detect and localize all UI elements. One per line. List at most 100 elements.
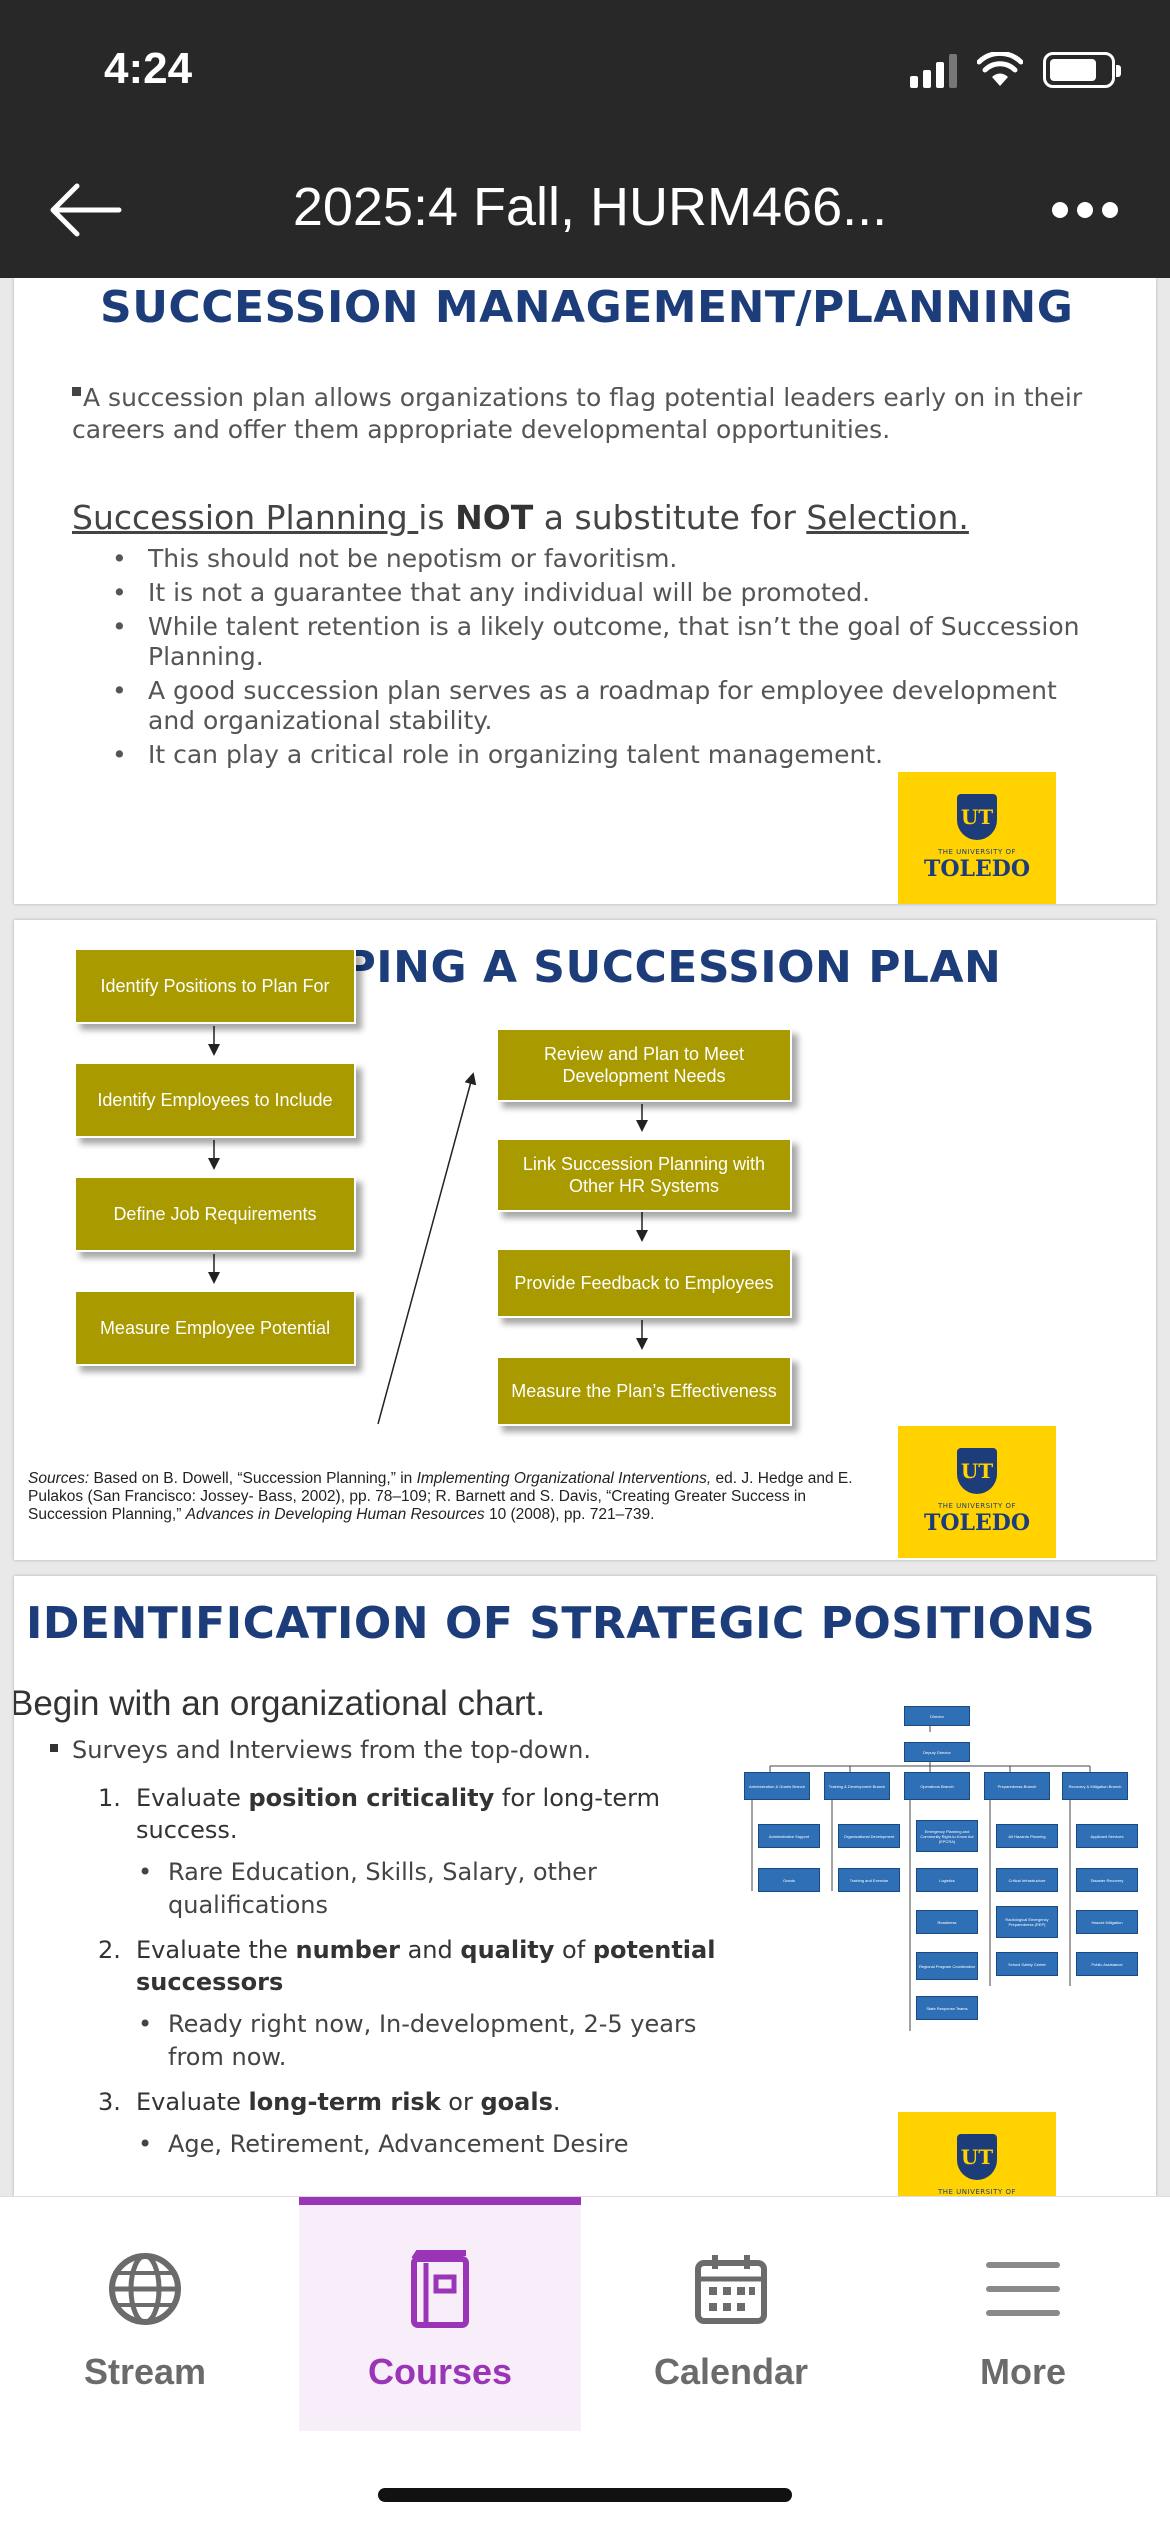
dot-icon	[1077, 202, 1093, 218]
item-emphasis: potential successors	[136, 1936, 716, 1996]
status-icons	[910, 52, 1121, 88]
slide-succession-management: SUCCESSION MANAGEMENT/PLANNING A success…	[14, 278, 1156, 904]
org-box: All Hazards Planning	[996, 1824, 1058, 1848]
globe-icon	[109, 2253, 181, 2325]
org-box: State Response Teams	[916, 1996, 978, 2020]
item-emphasis: goals	[480, 2088, 553, 2116]
org-box: Radiological Emergency Preparedness (REP…	[996, 1906, 1058, 1938]
intro-text: A succession plan allows organizations t…	[72, 383, 1083, 444]
org-box: Hazard Mitigation	[1076, 1910, 1138, 1934]
item-number: 2.	[98, 1936, 121, 1964]
dot-icon	[1102, 202, 1118, 218]
battery-icon	[1043, 52, 1121, 88]
flow-step: Review and Plan to Meet Development Need…	[496, 1028, 792, 1102]
slide-heading: Succession Planning is NOT a substitute …	[72, 498, 969, 537]
list-subitem: Rare Education, Skills, Salary, other qu…	[98, 1856, 758, 1922]
list-item: It can play a critical role in organizin…	[112, 740, 1092, 770]
org-box: Training and Exercise	[838, 1868, 900, 1892]
list-item: 1.Evaluate position criticality for long…	[98, 1782, 758, 1846]
item-text: Evaluate	[136, 2088, 249, 2116]
citation-text: ed. J. Hedge and E. Pulakos (San Francis…	[28, 1470, 853, 1523]
bottom-tab-bar: Stream Courses Calen	[0, 2196, 1170, 2532]
org-box: Regional Program Coordination	[916, 1952, 978, 1980]
subpoint-text: Surveys and Interviews from the top-down…	[72, 1736, 591, 1764]
org-box: Training & Development Branch	[824, 1772, 890, 1800]
org-box: Public Assistance	[1076, 1952, 1138, 1976]
org-box: Organizational Development	[838, 1824, 900, 1848]
org-box: Applicant Services	[1076, 1824, 1138, 1848]
org-box: School Safety Center	[996, 1952, 1058, 1976]
sources-label: Sources:	[28, 1470, 90, 1487]
citation-text: 10 (2008), pp. 721–739.	[484, 1506, 655, 1523]
document-viewer[interactable]: SUCCESSION MANAGEMENT/PLANNING A success…	[0, 278, 1170, 2196]
org-box: Disaster Recovery	[1076, 1868, 1138, 1892]
shield-icon: UT	[957, 2134, 997, 2180]
toledo-logo: UT THE UNIVERSITY OF TOLEDO	[898, 1426, 1056, 1558]
shield-icon: UT	[957, 794, 997, 840]
dot-icon	[1052, 202, 1068, 218]
list-item: While talent retention is a likely outco…	[112, 612, 1092, 672]
tab-calendar[interactable]: Calendar	[590, 2197, 872, 2431]
calendar-icon	[695, 2255, 767, 2324]
item-text: Evaluate the	[136, 1936, 296, 1964]
logo-name: TOLEDO	[923, 1510, 1030, 1536]
tab-label: Courses	[367, 2351, 513, 2392]
home-indicator[interactable]	[378, 2488, 792, 2502]
tab-more[interactable]: More	[882, 2197, 1164, 2431]
item-text: Evaluate	[136, 1784, 249, 1812]
heading-text: is	[418, 498, 456, 537]
org-chart: Director Deputy Director Administration …	[744, 1706, 1144, 2056]
flow-step: Provide Feedback to Employees	[496, 1248, 792, 1318]
org-box: Administration & Grants Branch	[744, 1772, 810, 1800]
wifi-icon	[977, 52, 1023, 86]
item-number: 3.	[98, 2088, 121, 2116]
status-time: 4:24	[104, 44, 193, 93]
logo-small-text: THE UNIVERSITY OF	[937, 2188, 1016, 2196]
item-text: or	[440, 2088, 481, 2116]
tab-courses[interactable]: Courses	[299, 2197, 581, 2431]
numbered-list: 1.Evaluate position criticality for long…	[98, 1782, 758, 2173]
slide-strategic-positions: IDENTIFICATION OF STRATEGIC POSITIONS Be…	[14, 1576, 1156, 2196]
slide-lead: Begin with an organizational chart.	[14, 1684, 546, 1723]
flow-arrows	[208, 1026, 648, 1425]
flow-step: Measure Employee Potential	[74, 1290, 356, 1366]
citation-text: Based on B. Dowell, “Succession Planning…	[89, 1470, 417, 1487]
logo-small-text: THE UNIVERSITY OF	[937, 1502, 1016, 1510]
list-item: 2.Evaluate the number and quality of pot…	[98, 1934, 758, 1998]
tab-label: Calendar	[653, 2351, 809, 2392]
org-box: Critical Infrastructure	[996, 1868, 1058, 1892]
item-emphasis: number	[295, 1936, 400, 1964]
list-item: This should not be nepotism or favoritis…	[112, 544, 1092, 574]
heading-text: Succession Planning	[72, 498, 419, 537]
logo-name: TOLEDO	[923, 856, 1030, 882]
item-emphasis: position criticality	[248, 1784, 495, 1812]
toledo-logo: UT THE UNIVERSITY OF TOLEDO	[898, 772, 1056, 904]
flow-step: Define Job Requirements	[74, 1176, 356, 1252]
menu-icon	[986, 2262, 1060, 2316]
org-box: Recovery & Mitigation Branch	[1062, 1772, 1128, 1800]
tab-label: Stream	[83, 2351, 207, 2392]
flow-step: Link Succession Planning with Other HR S…	[496, 1138, 792, 1212]
heading-text: a substitute for	[533, 498, 807, 537]
slide-developing-plan: DEVELOPING A SUCCESSION PLAN Identify Po…	[14, 920, 1156, 1560]
slide-subpoint: Surveys and Interviews from the top-down…	[50, 1736, 591, 1764]
item-emphasis: long-term risk	[248, 2088, 441, 2116]
org-box: Operations Branch	[904, 1772, 970, 1800]
top-bar: 4:24 2025:4 Fall, HURM466...	[0, 0, 1170, 278]
bullet-list: This should not be nepotism or favoritis…	[112, 544, 1092, 774]
org-box: Director	[904, 1706, 970, 1726]
org-box: Emergency Planning and Community Right-t…	[916, 1820, 978, 1852]
back-button[interactable]	[40, 170, 130, 250]
shield-icon: UT	[957, 1448, 997, 1494]
citation-italic: Implementing Organizational Intervention…	[416, 1470, 712, 1487]
toledo-logo: UT THE UNIVERSITY OF TOLEDO	[898, 2112, 1056, 2196]
flow-step: Measure the Plan’s Effectiveness	[496, 1356, 792, 1426]
tab-stream[interactable]: Stream	[4, 2197, 286, 2431]
page-title: 2025:4 Fall, HURM466...	[292, 177, 888, 237]
more-options-button[interactable]	[1040, 185, 1130, 235]
item-text: .	[552, 2088, 561, 2116]
heading-emphasis: NOT	[455, 498, 534, 537]
org-box: Preparedness Branch	[984, 1772, 1050, 1800]
slide-title: SUCCESSION MANAGEMENT/PLANNING	[100, 282, 1074, 333]
list-item: A good succession plan serves as a roadm…	[112, 676, 1092, 736]
